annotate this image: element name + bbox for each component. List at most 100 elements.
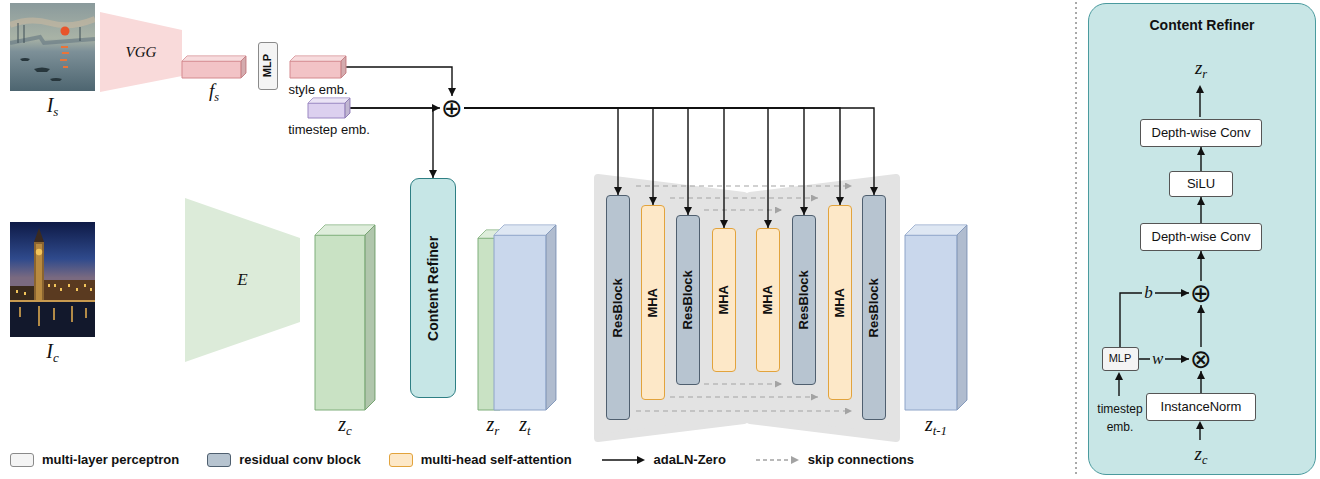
- math-subscript: s: [214, 90, 219, 104]
- tensor-face: [905, 225, 967, 235]
- tensor-face: [345, 98, 350, 118]
- noisy-latent: zt: [494, 225, 556, 410]
- connector: [346, 67, 452, 96]
- node-label: VGG: [126, 43, 157, 61]
- connector: [464, 108, 618, 195]
- connector: [464, 108, 688, 215]
- tensor-face: [182, 61, 241, 78]
- legend-text: multi-head self-attention: [421, 452, 572, 467]
- connector: [350, 108, 433, 178]
- legend-line-sample: [754, 454, 800, 466]
- tensor-shape: [905, 225, 967, 410]
- legend-line: [602, 459, 637, 461]
- node-label: MHA: [760, 285, 776, 315]
- node-label: MHA: [716, 285, 732, 315]
- node-label: style emb.: [288, 82, 347, 97]
- residual-conv-block: ResBlock: [606, 195, 630, 420]
- unet-encoder-shape: [598, 178, 744, 438]
- operator-symbol: ⊕: [1190, 280, 1212, 306]
- math-base: I: [46, 340, 53, 362]
- tensor-face: [308, 103, 345, 118]
- label-wrap: zr: [1181, 57, 1221, 80]
- node-label: fs: [209, 80, 219, 101]
- connector: [1200, 305, 1201, 347]
- math-base: z: [338, 413, 346, 435]
- refiner-panel: Content RefinerDepth-wise ConvSiLUDepth-…: [1088, 3, 1316, 475]
- node-label: MLP: [261, 54, 274, 77]
- node-label: SiLU: [1187, 176, 1215, 192]
- math-subscript: s: [53, 104, 58, 119]
- multiply-node: ⊗: [1189, 347, 1213, 371]
- legend-swatch: [389, 453, 413, 467]
- label-wrap: Ic: [0, 339, 135, 363]
- connector: [464, 108, 840, 205]
- legend-text: skip connections: [808, 452, 914, 467]
- connector: [1200, 197, 1201, 223]
- connector: [464, 108, 724, 228]
- separator: [1076, 2, 1077, 477]
- node-label: ResBlock: [866, 278, 882, 337]
- legend-text: adaLN-Zero: [654, 452, 726, 467]
- math-subscript: r: [1202, 67, 1207, 81]
- connector: [1200, 251, 1201, 281]
- operator-symbol: ⊗: [1190, 346, 1212, 372]
- node-label: timestep emb.: [288, 122, 370, 137]
- content-refiner-block: Content Refiner: [410, 178, 456, 398]
- math-subscript: t: [527, 423, 531, 438]
- tensor-shade: [957, 225, 967, 410]
- tensor-shade: [494, 225, 556, 235]
- edge-label: w: [1152, 349, 1163, 368]
- node-label: InstanceNorm: [1161, 399, 1242, 415]
- tensor-face: [905, 235, 957, 410]
- math-subscript: t-1: [933, 423, 947, 438]
- unet-decoder-shape: [750, 178, 896, 438]
- title-wrap: Content Refiner: [1089, 16, 1315, 34]
- node-label: zc: [338, 413, 352, 435]
- content-image: Ic: [10, 222, 95, 337]
- process-box: Depth-wise Conv: [1140, 223, 1262, 251]
- node-label: Depth-wise Conv: [1152, 125, 1251, 141]
- connector: [1200, 371, 1201, 393]
- node-label: ResBlock: [796, 270, 812, 329]
- tensor-shade: [290, 56, 346, 61]
- trapezoid-fill: [185, 198, 300, 362]
- denoised-latent: zt-1: [905, 225, 967, 410]
- legend-swatch: [207, 453, 231, 467]
- connector: [464, 108, 768, 228]
- node-label: ResBlock: [680, 270, 696, 329]
- node-label: MHA: [645, 288, 661, 318]
- mlp-box: MLP: [1102, 347, 1139, 371]
- tensor-shade: [241, 56, 246, 78]
- legend-line-sample: [600, 454, 646, 466]
- residual-conv-block: ResBlock: [676, 215, 700, 385]
- content-latent: zc: [315, 225, 375, 410]
- tensor-shape: [290, 56, 346, 78]
- legend-swatch: [10, 453, 34, 467]
- tensor-face: [315, 235, 365, 410]
- node-label: Content Refiner: [425, 235, 442, 340]
- legend-item: multi-layer perceptron: [10, 452, 179, 467]
- vgg-encoder: VGG: [100, 12, 182, 92]
- tensor-shape: [182, 56, 246, 78]
- tensor-face: [308, 98, 350, 103]
- node-label: Depth-wise Conv: [1152, 229, 1251, 245]
- legend: multi-layer perceptron residual conv bloc…: [10, 452, 914, 467]
- legend-item: residual conv block: [207, 452, 360, 467]
- connector: [464, 108, 804, 215]
- style-image: Is: [10, 3, 95, 91]
- attention-block: MHA: [641, 205, 665, 400]
- label-wrap: Is: [0, 93, 135, 117]
- trapezoid-fill: [100, 12, 182, 92]
- input-label: timestep emb.: [1097, 402, 1142, 434]
- legend-item: adaLN-Zero: [600, 452, 726, 467]
- math-base: f: [209, 80, 214, 101]
- tensor-face: [290, 56, 346, 61]
- node-label: E: [237, 270, 247, 290]
- node-label: Ic: [46, 340, 58, 362]
- node-label: zt-1: [925, 413, 947, 435]
- math-base: z: [1195, 57, 1202, 78]
- tensor-shade: [345, 98, 350, 118]
- tensor-face: [494, 225, 556, 235]
- mlp-box: MLP: [258, 42, 278, 90]
- tensor-shade: [365, 225, 375, 410]
